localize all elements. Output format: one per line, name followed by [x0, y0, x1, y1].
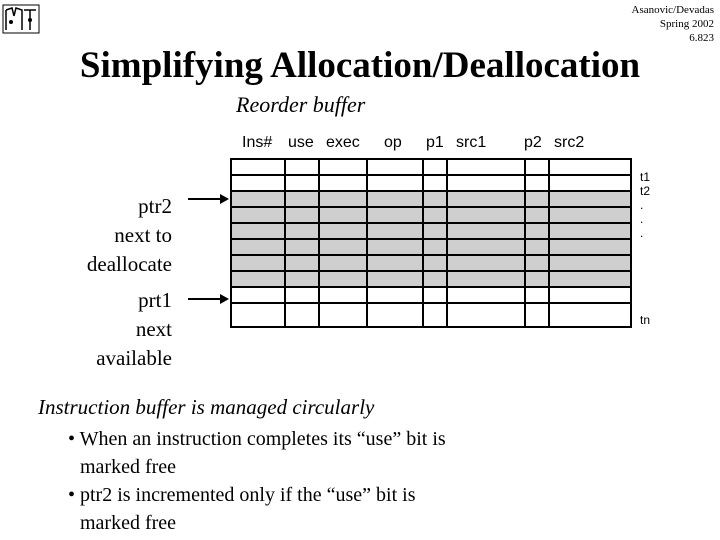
- bullet-text: • When an instruction completes its “use…: [68, 428, 446, 450]
- ptr1-arrow-icon: [188, 294, 229, 304]
- reorder-buffer-table: [230, 158, 632, 328]
- ptr1-desc: next: [135, 317, 172, 341]
- ptr2-label: ptr2 next to deallocate: [87, 192, 172, 279]
- rob-entry: [232, 304, 630, 318]
- row-divider: [232, 254, 630, 256]
- column-header: src1: [456, 134, 487, 151]
- tag-label: .: [640, 226, 644, 240]
- rob-entry: [232, 240, 630, 254]
- bullet-item: • ptr2 is incremented only if the “use” …: [68, 481, 688, 537]
- row-divider: [232, 174, 630, 176]
- column-header: exec: [326, 134, 360, 151]
- tag-label-last: tn: [640, 313, 651, 327]
- column-header: src2: [554, 134, 585, 151]
- column-divider: [548, 160, 550, 326]
- row-divider: [232, 286, 630, 288]
- ptr2-desc: next to: [114, 223, 172, 247]
- column-divider: [284, 160, 286, 326]
- column-header: p1: [426, 134, 444, 151]
- column-divider: [524, 160, 526, 326]
- column-divider: [318, 160, 320, 326]
- row-divider: [232, 190, 630, 192]
- ptr2-arrow-icon: [188, 194, 229, 204]
- tag-label: t1: [640, 170, 651, 184]
- mit-logo-icon: [2, 4, 40, 34]
- rob-entry: [232, 160, 630, 174]
- ptr1-name: prt1: [138, 288, 172, 312]
- slide-title: Simplifying Allocation/Deallocation: [79, 45, 641, 86]
- column-divider: [446, 160, 448, 326]
- tag-label: .: [640, 212, 644, 226]
- bullet-item: • When an instruction completes its “use…: [68, 425, 688, 481]
- column-divider: [422, 160, 424, 326]
- course-info: Asanovic/Devadas Spring 2002 6.823: [632, 3, 714, 45]
- tag-label: .: [640, 198, 644, 212]
- course-number: 6.823: [689, 32, 714, 44]
- ptr1-desc: available: [96, 346, 172, 370]
- course-term: Spring 2002: [659, 18, 714, 30]
- column-divider: [366, 160, 368, 326]
- rob-entry: [232, 192, 630, 206]
- column-header: op: [384, 134, 402, 151]
- column-header: Ins#: [242, 134, 273, 151]
- bullet-text-cont: marked free: [80, 456, 177, 478]
- ptr1-label: prt1 next available: [96, 286, 172, 373]
- bullet-list: • When an instruction completes its “use…: [68, 425, 688, 537]
- bullet-text: • ptr2 is incremented only if the “use” …: [68, 484, 416, 506]
- tag-label: t2: [640, 184, 651, 198]
- rob-entry: [232, 256, 630, 270]
- course-authors: Asanovic/Devadas: [631, 4, 714, 16]
- rob-entry: [232, 208, 630, 222]
- ptr2-desc: deallocate: [86, 252, 172, 276]
- row-divider: [232, 222, 630, 224]
- rob-column-headers: Ins# use exec op p1 src1 p2 src2: [236, 132, 606, 156]
- column-header: p2: [524, 134, 542, 151]
- bullet-text-cont: marked free: [80, 512, 177, 534]
- rob-caption: Reorder buffer: [236, 92, 366, 117]
- ptr2-name: ptr2: [138, 194, 172, 218]
- circular-note: Instruction buffer is managed circularly: [38, 395, 375, 419]
- row-divider: [232, 270, 630, 272]
- rob-entry: [232, 176, 630, 190]
- rob-tag-labels: t1 t2 . . .: [640, 170, 670, 240]
- row-divider: [232, 302, 630, 304]
- rob-entry: [232, 288, 630, 302]
- rob-entry: [232, 224, 630, 238]
- column-header: use: [288, 134, 314, 151]
- row-divider: [232, 206, 630, 208]
- row-divider: [232, 238, 630, 240]
- rob-entry: [232, 272, 630, 286]
